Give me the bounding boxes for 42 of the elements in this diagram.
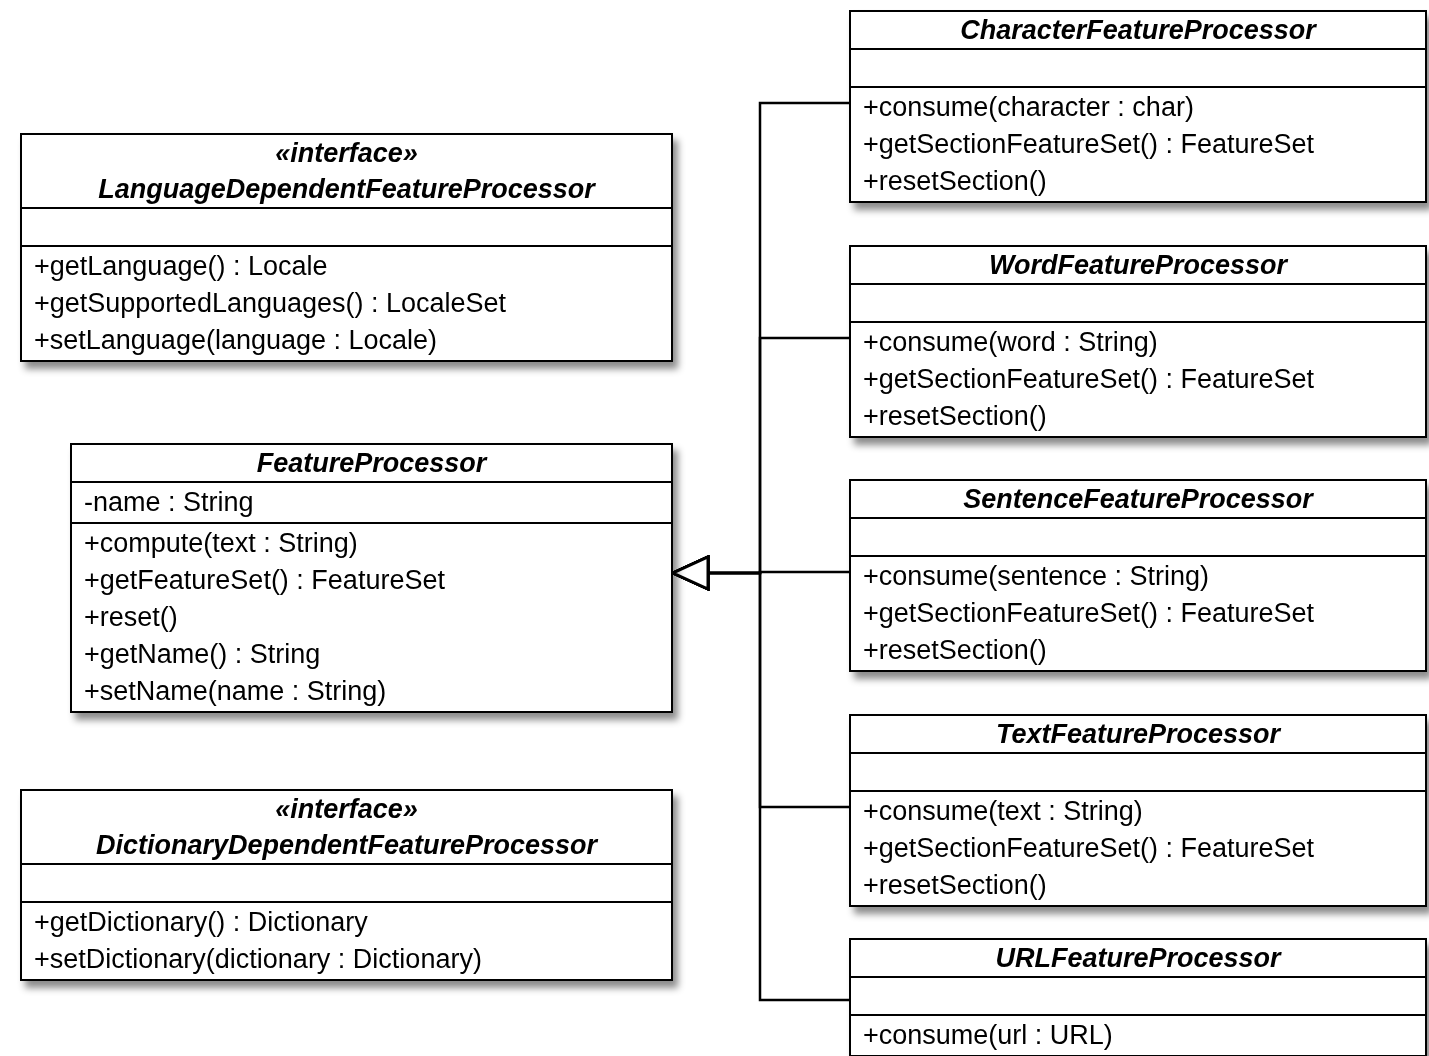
operation-text: +getSectionFeatureSet() : FeatureSet	[863, 363, 1314, 396]
stereotype-label: «interface»	[275, 137, 418, 170]
operation-text: +consume(url : URL)	[863, 1019, 1113, 1052]
class-box	[849, 714, 1427, 907]
operation-text: +consume(word : String)	[863, 326, 1158, 359]
class-box	[20, 789, 673, 981]
operation-text: +getSectionFeatureSet() : FeatureSet	[863, 832, 1314, 865]
class-box	[849, 938, 1427, 1056]
class-name: LanguageDependentFeatureProcessor	[98, 173, 595, 206]
operation-text: +consume(character : char)	[863, 91, 1194, 124]
operation-text: +resetSection()	[863, 165, 1047, 198]
operation-text: +consume(sentence : String)	[863, 560, 1209, 593]
class-box	[70, 443, 673, 713]
operation-text: +getFeatureSet() : FeatureSet	[84, 564, 445, 597]
operation-text: +getDictionary() : Dictionary	[34, 906, 368, 939]
class-box	[20, 133, 673, 362]
operation-text: +resetSection()	[863, 634, 1047, 667]
class-box	[849, 10, 1427, 203]
class-name: URLFeatureProcessor	[995, 942, 1281, 975]
operation-text: +getName() : String	[84, 638, 321, 671]
operation-text: +getLanguage() : Locale	[34, 250, 328, 283]
operation-text: +getSectionFeatureSet() : FeatureSet	[863, 128, 1314, 161]
operation-text: +consume(text : String)	[863, 795, 1143, 828]
class-box	[849, 479, 1427, 672]
class-name: FeatureProcessor	[256, 447, 487, 480]
operation-text: +reset()	[84, 601, 178, 634]
class-name: SentenceFeatureProcessor	[963, 483, 1313, 516]
class-box	[849, 245, 1427, 438]
class-name: TextFeatureProcessor	[995, 718, 1281, 751]
operation-text: +setLanguage(language : Locale)	[34, 324, 438, 357]
operation-text: +resetSection()	[863, 400, 1047, 433]
class-name: DictionaryDependentFeatureProcessor	[95, 829, 598, 862]
operation-text: +compute(text : String)	[84, 527, 358, 560]
operation-text: +getSupportedLanguages() : LocaleSet	[34, 287, 507, 320]
class-name: WordFeatureProcessor	[988, 249, 1288, 282]
operation-text: +resetSection()	[863, 869, 1047, 902]
operation-text: +setName(name : String)	[84, 675, 387, 708]
operation-text: +getSectionFeatureSet() : FeatureSet	[863, 597, 1314, 630]
operation-text: +setDictionary(dictionary : Dictionary)	[34, 943, 482, 976]
class-name: CharacterFeatureProcessor	[960, 14, 1316, 47]
stereotype-label: «interface»	[275, 793, 418, 826]
attribute-text: -name : String	[84, 486, 254, 519]
